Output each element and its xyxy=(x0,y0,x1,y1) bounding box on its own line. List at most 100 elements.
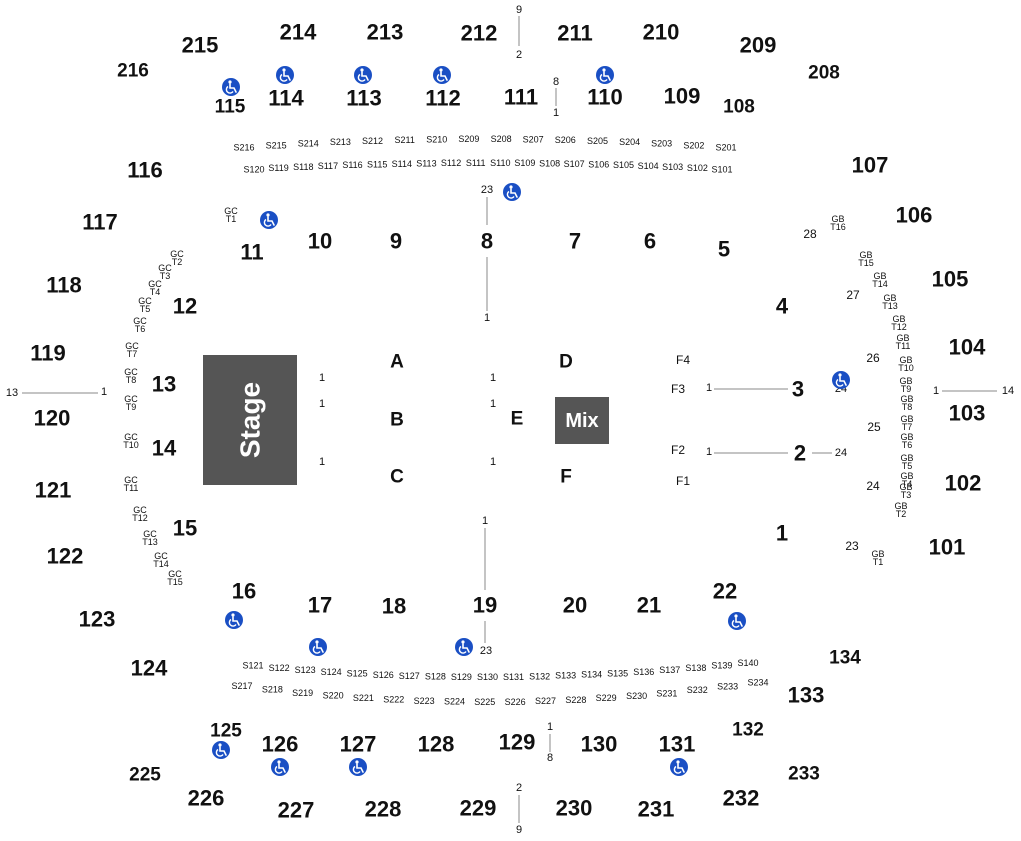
section-121[interactable]: 121 xyxy=(35,478,72,503)
floor-section-15[interactable]: 15 xyxy=(173,516,197,541)
section-230[interactable]: 230 xyxy=(556,796,593,821)
section-225[interactable]: 225 xyxy=(129,765,161,786)
suite-s206[interactable]: S206 xyxy=(555,135,576,145)
suite-s231[interactable]: S231 xyxy=(656,688,677,698)
floor-section-9[interactable]: 9 xyxy=(390,229,402,254)
suite-s112[interactable]: S112 xyxy=(441,158,461,168)
suite-s215[interactable]: S215 xyxy=(266,141,287,151)
suite-s138[interactable]: S138 xyxy=(685,663,706,673)
floor-section-7[interactable]: 7 xyxy=(569,229,581,254)
section-101[interactable]: 101 xyxy=(929,535,966,560)
section-214[interactable]: 214 xyxy=(280,20,317,45)
suite-s210[interactable]: S210 xyxy=(426,134,447,144)
section-213[interactable]: 213 xyxy=(367,20,404,45)
floor-section-E[interactable]: E xyxy=(511,409,524,430)
suite-s131[interactable]: S131 xyxy=(503,672,524,682)
floor-section-B[interactable]: B xyxy=(390,410,404,431)
section-106[interactable]: 106 xyxy=(896,203,933,228)
suite-s121[interactable]: S121 xyxy=(242,661,263,671)
suite-s209[interactable]: S209 xyxy=(458,134,479,144)
suite-s140[interactable]: S140 xyxy=(737,658,758,668)
floor-section-17[interactable]: 17 xyxy=(308,593,332,618)
floor-section-22[interactable]: 22 xyxy=(713,579,737,604)
section-108[interactable]: 108 xyxy=(723,97,755,118)
suite-s207[interactable]: S207 xyxy=(523,134,544,144)
suite-s114[interactable]: S114 xyxy=(392,159,412,169)
suite-s234[interactable]: S234 xyxy=(747,677,768,687)
section-120[interactable]: 120 xyxy=(34,406,71,431)
section-110[interactable]: 110 xyxy=(587,85,623,110)
suite-s212[interactable]: S212 xyxy=(362,136,383,146)
section-107[interactable]: 107 xyxy=(852,153,889,178)
section-132[interactable]: 132 xyxy=(732,720,764,741)
section-104[interactable]: 104 xyxy=(949,335,986,360)
suite-s233[interactable]: S233 xyxy=(717,682,738,692)
suite-s134[interactable]: S134 xyxy=(581,670,602,680)
section-228[interactable]: 228 xyxy=(365,797,402,822)
floor-section-20[interactable]: 20 xyxy=(563,593,587,618)
suite-s223[interactable]: S223 xyxy=(414,696,435,706)
section-125[interactable]: 125 xyxy=(210,721,242,742)
suite-s232[interactable]: S232 xyxy=(687,685,708,695)
suite-s109[interactable]: S109 xyxy=(514,158,535,168)
floor-section-C[interactable]: C xyxy=(390,467,404,488)
suite-s102[interactable]: S102 xyxy=(687,163,708,173)
section-126[interactable]: 126 xyxy=(262,732,299,757)
suite-s205[interactable]: S205 xyxy=(587,136,608,146)
suite-s103[interactable]: S103 xyxy=(662,162,683,172)
section-233[interactable]: 233 xyxy=(788,764,820,785)
suite-s135[interactable]: S135 xyxy=(607,669,628,679)
section-208[interactable]: 208 xyxy=(808,63,840,84)
suite-s213[interactable]: S213 xyxy=(330,137,351,147)
section-216[interactable]: 216 xyxy=(117,61,149,82)
suite-s216[interactable]: S216 xyxy=(233,143,254,153)
suite-s217[interactable]: S217 xyxy=(231,681,252,691)
section-133[interactable]: 133 xyxy=(788,683,825,708)
section-112[interactable]: 112 xyxy=(425,86,461,111)
suite-s229[interactable]: S229 xyxy=(596,693,617,703)
section-114[interactable]: 114 xyxy=(268,86,304,111)
suite-s115[interactable]: S115 xyxy=(367,159,387,169)
floor-section-13[interactable]: 13 xyxy=(152,372,176,397)
suite-s220[interactable]: S220 xyxy=(323,691,344,701)
suite-s202[interactable]: S202 xyxy=(683,140,704,150)
suite-s110[interactable]: S110 xyxy=(490,158,510,168)
suite-s201[interactable]: S201 xyxy=(715,142,736,152)
suite-s126[interactable]: S126 xyxy=(373,670,394,680)
floor-section-14[interactable]: 14 xyxy=(152,436,177,461)
suite-s116[interactable]: S116 xyxy=(342,160,362,170)
section-124[interactable]: 124 xyxy=(131,656,168,681)
suite-s120[interactable]: S120 xyxy=(243,164,264,174)
suite-s129[interactable]: S129 xyxy=(451,672,472,682)
suite-s226[interactable]: S226 xyxy=(505,697,526,707)
section-210[interactable]: 210 xyxy=(643,20,680,45)
floor-section-11[interactable]: 11 xyxy=(240,240,263,265)
floor-section-2[interactable]: 2 xyxy=(794,441,806,466)
section-123[interactable]: 123 xyxy=(79,607,116,632)
suite-s219[interactable]: S219 xyxy=(292,688,313,698)
section-119[interactable]: 119 xyxy=(30,341,66,366)
section-115[interactable]: 115 xyxy=(215,97,246,118)
suite-s208[interactable]: S208 xyxy=(491,134,512,144)
floor-section-3[interactable]: 3 xyxy=(792,377,804,402)
suite-s111[interactable]: S111 xyxy=(466,158,486,168)
floor-section-16[interactable]: 16 xyxy=(232,579,256,604)
suite-s132[interactable]: S132 xyxy=(529,671,550,681)
section-215[interactable]: 215 xyxy=(182,33,219,58)
suite-s214[interactable]: S214 xyxy=(298,139,319,149)
suite-s113[interactable]: S113 xyxy=(416,158,436,168)
